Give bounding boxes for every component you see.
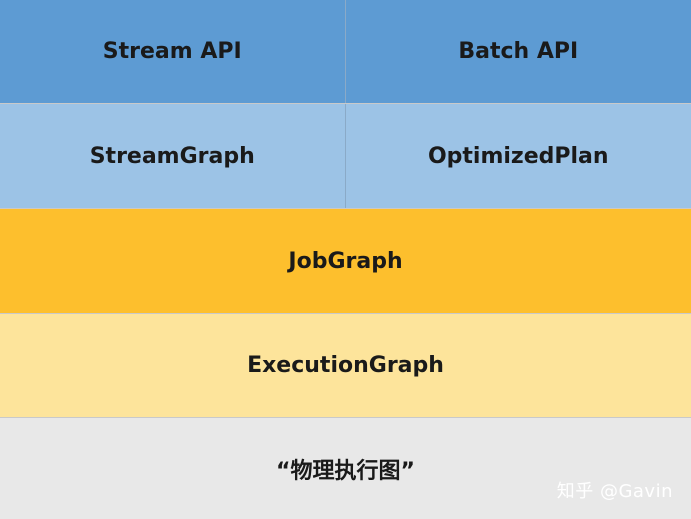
layer-divider <box>0 417 691 418</box>
executiongraph-label: ExecutionGraph <box>247 353 444 378</box>
jobgraph-label: JobGraph <box>288 248 403 274</box>
layer-divider <box>0 103 691 104</box>
physical-execution-label: “物理执行图” <box>276 458 415 484</box>
jobgraph-layer-row: JobGraph <box>0 209 691 313</box>
streamgraph-box: StreamGraph <box>0 104 346 208</box>
optimizedplan-label: OptimizedPlan <box>427 143 609 169</box>
batch-api-box: Batch API <box>345 0 691 103</box>
physical-layer-row: “物理执行图” <box>0 418 691 519</box>
watermark-text: 知乎 @Gavin <box>556 481 673 502</box>
layer-divider <box>0 208 691 209</box>
batch-api-label: Batch API <box>458 39 579 64</box>
executiongraph-box: ExecutionGraph <box>0 314 691 417</box>
layer-divider <box>0 313 691 314</box>
api-layer-row: Stream API Batch API <box>0 0 691 103</box>
streamgraph-label: StreamGraph <box>89 143 255 169</box>
jobgraph-box: JobGraph <box>0 209 691 313</box>
optimizedplan-box: OptimizedPlan <box>345 104 691 208</box>
executiongraph-layer-row: ExecutionGraph <box>0 314 691 417</box>
physical-execution-box: “物理执行图” <box>0 418 691 519</box>
graph-layer-row: StreamGraph OptimizedPlan <box>0 104 691 208</box>
stream-api-box: Stream API <box>0 0 346 103</box>
stream-api-label: Stream API <box>102 39 242 64</box>
